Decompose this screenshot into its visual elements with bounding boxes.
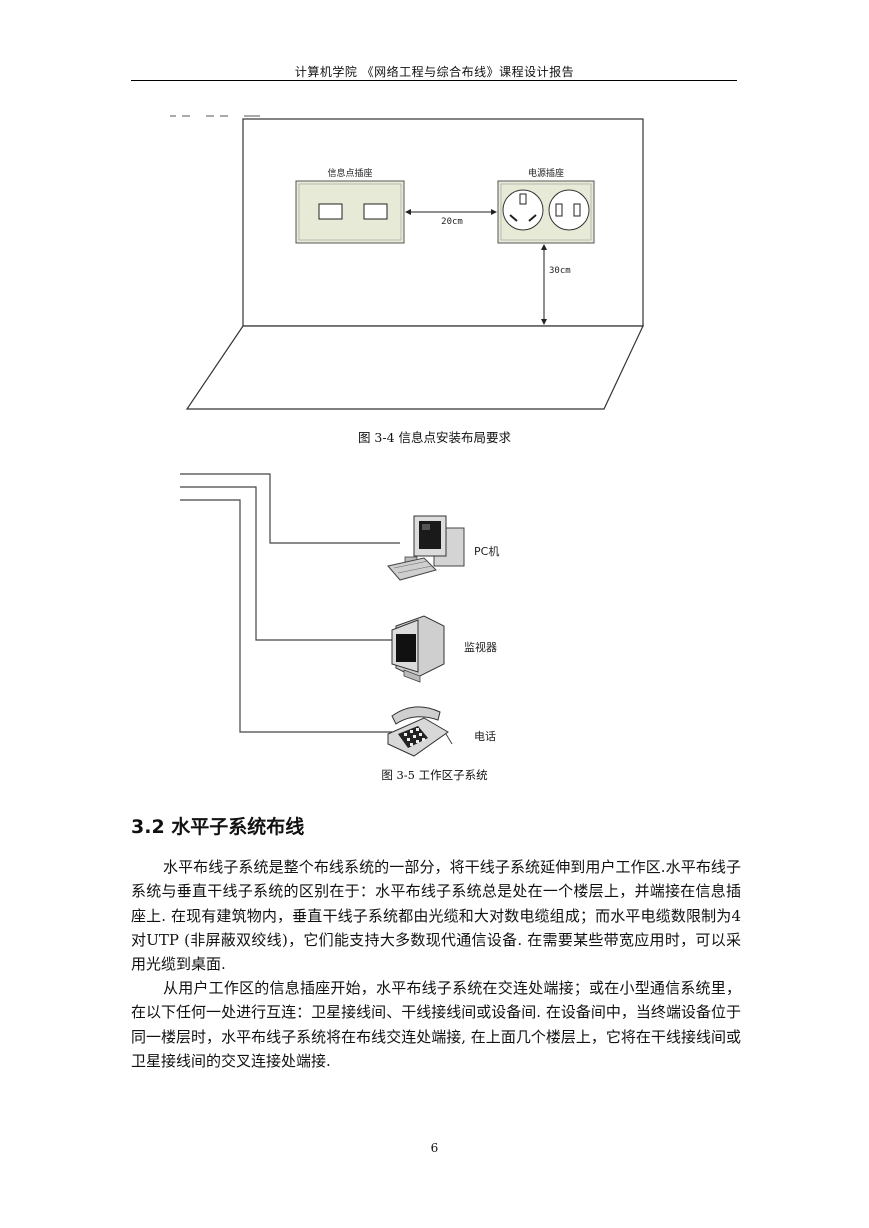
- info-outlet: [295, 180, 405, 244]
- pc-icon: [387, 515, 465, 581]
- body-paragraph-2: 从用户工作区的信息插座开始，水平布线子系统在交连处端接；或在小型通信系统里，在以…: [131, 979, 741, 1070]
- floor: [185, 325, 644, 410]
- section-heading: 3.2 水平子系统布线: [131, 816, 305, 838]
- figure-3-5-cables: [180, 473, 400, 733]
- monitor-icon: [391, 615, 445, 683]
- power-outlet: [497, 180, 595, 244]
- page-header: 计算机学院 《网络工程与综合布线》课程设计报告: [294, 65, 575, 79]
- telephone-label: 电话: [474, 730, 496, 743]
- power-outlet-label: 电源插座: [528, 167, 564, 179]
- header-rule: [131, 80, 737, 81]
- horizontal-distance-label: 20cm: [441, 217, 463, 227]
- vertical-distance-label: 30cm: [549, 266, 571, 276]
- figure-3-4-caption: 图 3-4 信息点安装布局要求: [357, 430, 512, 445]
- body-paragraph-1: 水平布线子系统是整个布线系统的一部分，将干线子系统延伸到用户工作区.水平布线子系…: [131, 858, 741, 974]
- info-outlet-label: 信息点插座: [327, 167, 372, 179]
- figure-3-5-caption: 图 3-5 工作区子系统: [381, 768, 488, 782]
- telephone-icon: [387, 706, 453, 757]
- monitor-label: 监视器: [464, 640, 497, 654]
- page-number: 6: [430, 1141, 439, 1155]
- pc-label: PC机: [474, 544, 499, 558]
